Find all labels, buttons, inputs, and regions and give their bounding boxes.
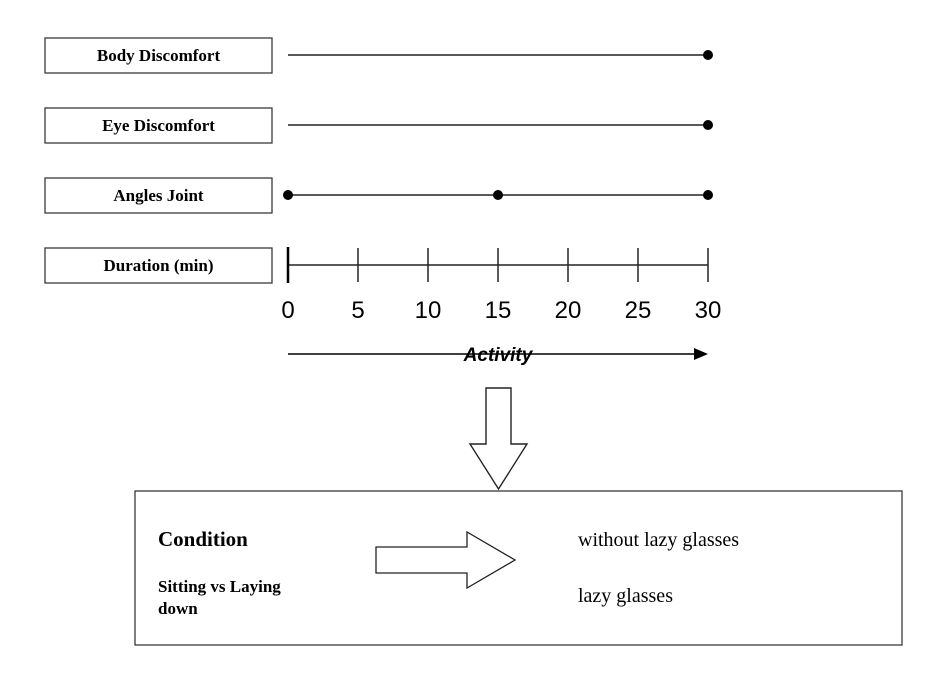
- body-discomfort-box: [44, 37, 273, 74]
- duration-tick-label-15: 15: [485, 297, 512, 324]
- condition-title: Condition: [158, 527, 248, 551]
- condition-subtitle-line1: Sitting vs Laying: [158, 577, 281, 596]
- activity-label: Activity: [463, 345, 534, 366]
- activity-arrow-group: Activity: [288, 345, 708, 366]
- angles-joint-label: Angles Joint: [113, 186, 204, 205]
- duration-box: [44, 247, 273, 284]
- row-body-discomfort: Body Discomfort: [44, 37, 713, 74]
- angles-joint-point-15: [493, 190, 503, 200]
- right-arrow-icon: [375, 530, 517, 590]
- down-arrow-icon: [468, 387, 529, 491]
- duration-tick-label-20: 20: [555, 297, 582, 324]
- eye-discomfort-label: Eye Discomfort: [102, 116, 215, 135]
- duration-tick-label-30: 30: [695, 297, 722, 324]
- body-discomfort-label: Body Discomfort: [97, 46, 221, 65]
- duration-tick-label-10: 10: [415, 297, 442, 324]
- duration-tick-label-0: 0: [281, 297, 294, 324]
- condition-option-lazy-glasses: lazy glasses: [578, 585, 673, 607]
- condition-subtitle-line2: down: [158, 599, 198, 618]
- angles-joint-box: [44, 177, 273, 214]
- eye-discomfort-box: [44, 107, 273, 144]
- row-angles-joint: Angles Joint: [44, 177, 713, 214]
- condition-box: [134, 490, 903, 646]
- duration-tick-label-25: 25: [625, 297, 652, 324]
- row-duration: Duration (min) 0 5 10 15 20 25 30: [44, 247, 722, 324]
- eye-discomfort-point-30: [703, 120, 713, 130]
- condition-option-without-lazy-glasses: without lazy glasses: [578, 529, 739, 551]
- duration-tick-label-5: 5: [351, 297, 364, 324]
- body-discomfort-point-30: [703, 50, 713, 60]
- condition-panel: Condition Sitting vs Laying down without…: [134, 490, 903, 646]
- row-eye-discomfort: Eye Discomfort: [44, 107, 713, 144]
- angles-joint-point-30: [703, 190, 713, 200]
- duration-label: Duration (min): [103, 256, 213, 275]
- angles-joint-point-0: [283, 190, 293, 200]
